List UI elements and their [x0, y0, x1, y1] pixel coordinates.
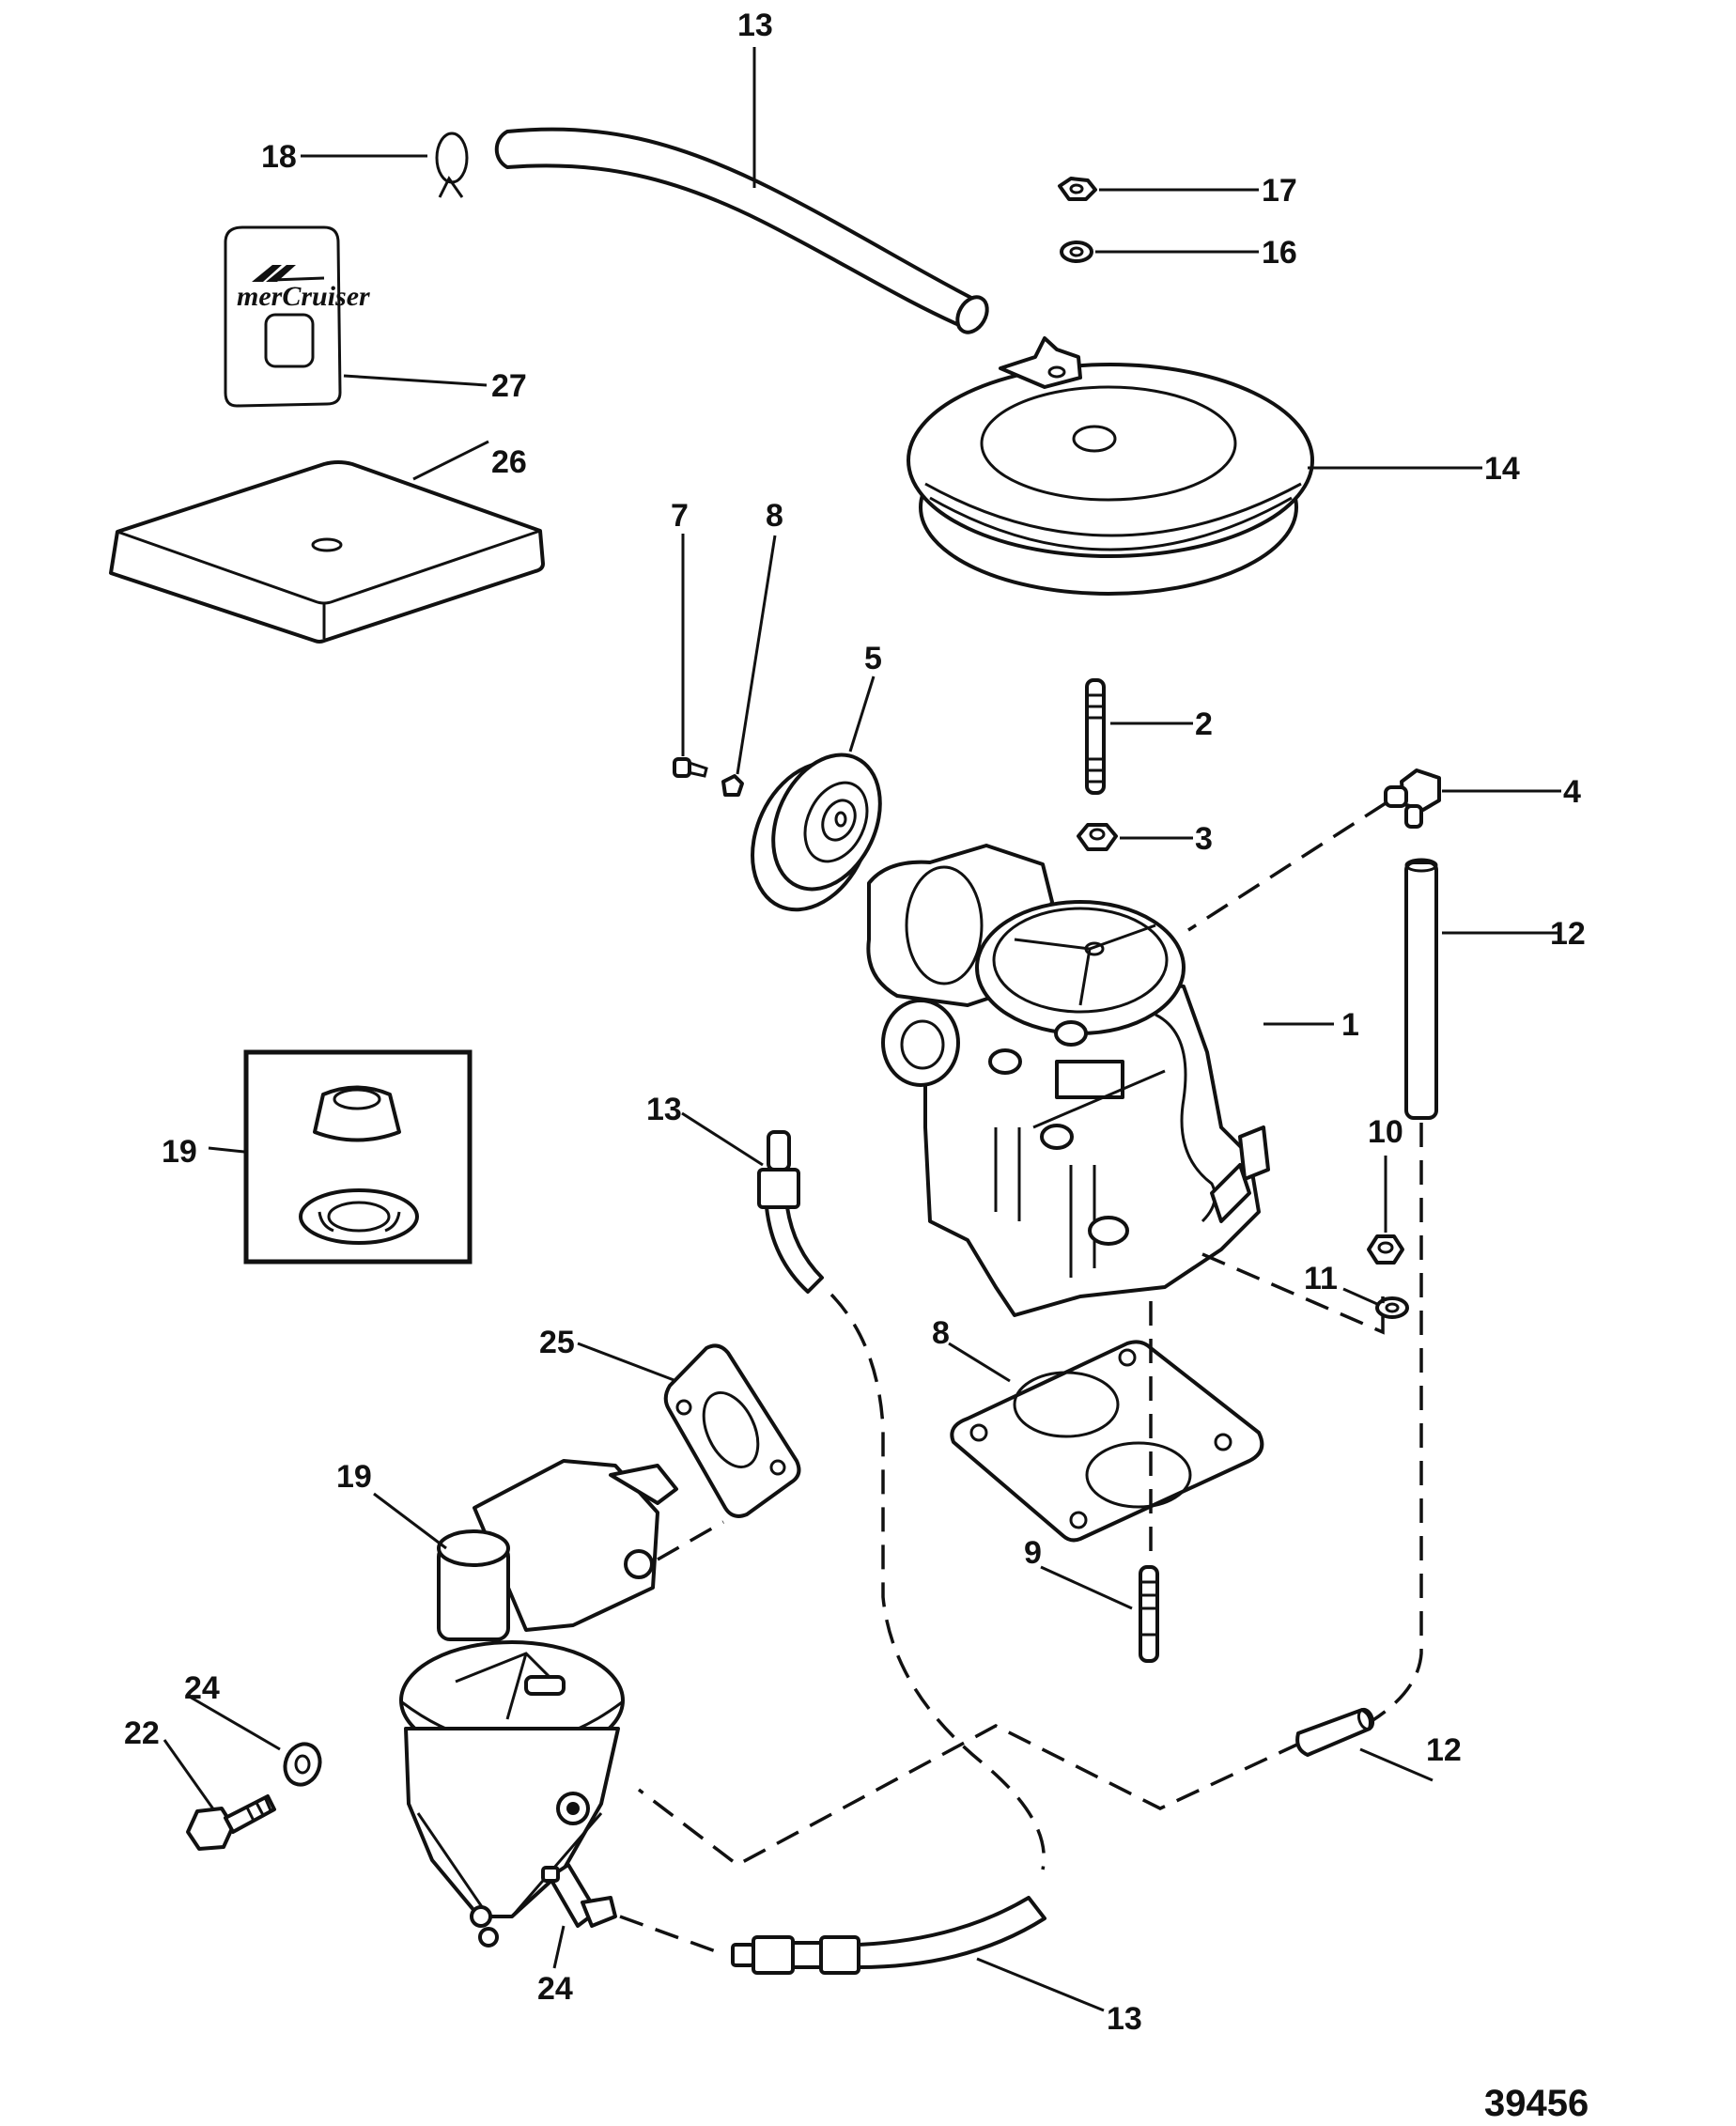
leader-24: [552, 1925, 566, 1969]
assembly-line-gasket: [657, 1520, 724, 1561]
leader-12-lower: [1359, 1747, 1434, 1782]
leader-21: [163, 1739, 216, 1811]
callout-13-upper: 13: [646, 1092, 682, 1127]
callout-10: 10: [1368, 1114, 1403, 1150]
callout-2: 2: [1195, 706, 1213, 742]
callout-1: 1: [1341, 1007, 1359, 1043]
leader-5: [848, 675, 876, 753]
part-27-decal[interactable]: merCruiser: [224, 225, 370, 408]
callout-5: 5: [864, 641, 882, 676]
callout-3: 3: [1195, 821, 1213, 857]
part-6-screw[interactable]: [673, 757, 708, 778]
leader-22: [187, 1694, 281, 1751]
leader-27: [343, 374, 488, 387]
callout-18: 18: [261, 139, 297, 175]
callout-17: 13: [737, 8, 773, 43]
part-18-clamp[interactable]: [435, 132, 469, 198]
callout-21: 22: [124, 1715, 160, 1751]
decal-brand-text: merCruiser: [237, 281, 370, 312]
part-2-stud[interactable]: [1085, 678, 1106, 795]
part-7-clip[interactable]: [721, 774, 744, 797]
part-12-hose-upper[interactable]: [1404, 858, 1438, 1120]
assembly-line-washer: [1201, 1252, 1385, 1335]
figure-number: 39456: [1484, 2083, 1589, 2124]
callout-24: 24: [537, 1971, 573, 2007]
part-11-washer[interactable]: [1375, 1296, 1409, 1319]
callout-27: 27: [491, 368, 527, 404]
callout-6: 7: [671, 498, 689, 534]
part-26-cover[interactable]: [109, 460, 545, 644]
assembly-line-fitting: [619, 1915, 724, 1956]
leader-7: [736, 535, 777, 775]
assembly-line-pump-return: [637, 1724, 1302, 1868]
callout-4: 4: [1563, 774, 1581, 810]
callout-22: 24: [184, 1670, 220, 1706]
leader-26: [412, 440, 489, 481]
part-20-grommet-kit[interactable]: [243, 1049, 473, 1265]
part-4-elbow-fitting[interactable]: [1384, 768, 1441, 829]
leader-11: [1342, 1287, 1378, 1306]
part-13-fuel-line-upper[interactable]: [757, 1130, 824, 1294]
leader-19: [373, 1492, 447, 1550]
leader-25: [577, 1342, 677, 1383]
part-24-fitting[interactable]: [541, 1863, 617, 1928]
callout-7: 8: [766, 498, 783, 534]
leader-20: [208, 1146, 245, 1154]
part-21-bolt[interactable]: [186, 1794, 276, 1851]
callout-9: 9: [1024, 1535, 1042, 1571]
callout-8: 8: [932, 1315, 950, 1351]
leader-9: [1040, 1565, 1133, 1610]
part-19-fuel-pump[interactable]: [399, 1459, 678, 1948]
part-14-flame-arrestor[interactable]: [907, 336, 1314, 596]
part-25-gasket[interactable]: [663, 1343, 801, 1518]
assembly-line-elbow: [1187, 801, 1387, 932]
part-16-nut[interactable]: [1058, 177, 1097, 201]
callout-20: 19: [162, 1134, 197, 1170]
part-10-nut[interactable]: [1367, 1234, 1404, 1265]
part-3-nut[interactable]: [1077, 823, 1118, 851]
callout-13-lower: 13: [1107, 2001, 1142, 2037]
part-8-gasket[interactable]: [950, 1340, 1264, 1543]
assembly-line-hose: [1371, 1123, 1423, 1723]
leader-13-upper: [681, 1111, 764, 1167]
callout-14: 14: [1484, 451, 1520, 487]
part-13-fuel-line-lower[interactable]: [731, 1896, 1046, 1975]
callout-15: 16: [1262, 235, 1297, 271]
callout-12-lower: 12: [1426, 1732, 1462, 1768]
assembly-line-fuel: [829, 1293, 1046, 1870]
part-9-stud[interactable]: [1139, 1565, 1159, 1663]
leader-13-lower: [976, 1957, 1105, 2012]
callout-16: 17: [1262, 173, 1297, 209]
part-12-hose-lower[interactable]: [1295, 1707, 1375, 1757]
part-15-washer[interactable]: [1060, 241, 1093, 263]
part-1-carburetor[interactable]: [866, 844, 1270, 1317]
callout-11: 11: [1304, 1261, 1338, 1296]
callout-19: 19: [336, 1459, 372, 1495]
part-5-arrestor-cap[interactable]: [730, 737, 901, 929]
part-17-hose[interactable]: [494, 127, 993, 338]
callout-12-upper: 12: [1550, 916, 1586, 952]
callout-26: 26: [491, 444, 527, 480]
leader-8: [948, 1342, 1011, 1383]
part-22-washer[interactable]: [280, 1739, 326, 1790]
callout-25: 25: [539, 1325, 575, 1360]
